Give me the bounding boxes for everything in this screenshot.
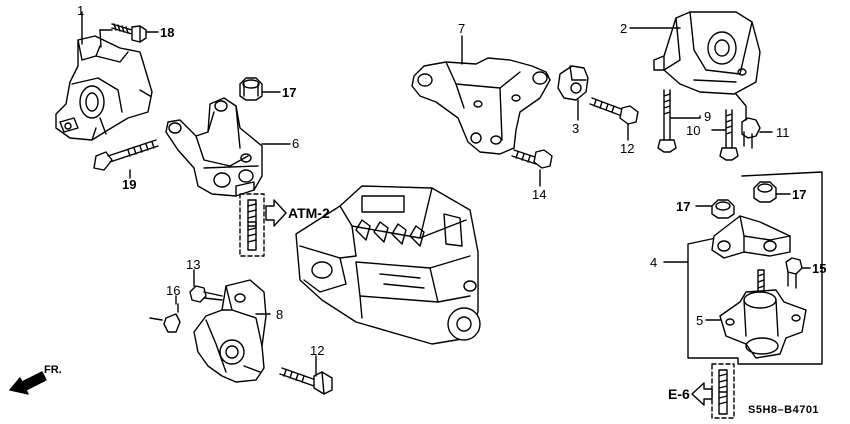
part-6-bracket-drawing [165,97,263,197]
bolt-9-drawing [657,89,677,153]
callout-11: 11 [776,125,790,140]
front-label: FR. [44,364,62,376]
callout-13: 13 [186,257,201,272]
nut-17-left-drawing [711,199,735,219]
callout-1: 1 [77,3,85,18]
arrow-atm2 [265,199,287,227]
callout-17-top: 17 [282,85,297,100]
callout-5: 5 [696,313,704,328]
callout-9: 9 [704,109,712,124]
nut-17-right-drawing [753,181,777,203]
bolt-15-drawing [785,257,803,289]
callout-16: 16 [166,283,181,298]
part-4-bracket-drawing [711,215,791,259]
callout-14: 14 [532,187,547,202]
part-2-mount-drawing [653,11,761,95]
callout-12-upper: 12 [620,141,635,156]
part-1-mount-drawing [55,35,153,141]
part-5-mount-drawing [719,269,807,359]
bolt-14-drawing [511,149,553,169]
leader-1b [99,29,102,48]
callout-8: 8 [276,307,284,322]
bolt-11-drawing [741,117,761,149]
callout-7: 7 [458,21,466,36]
nut-17-top-drawing [239,77,263,101]
engine-drawing [295,185,481,345]
callout-15: 15 [812,261,827,276]
callout-2: 2 [620,21,628,36]
stud-atm2-drawing [239,193,265,257]
front-arrow [9,371,47,395]
bolt-10-drawing [719,109,739,161]
part-8-mount-drawing [193,279,267,383]
ref-e6: E-6 [668,386,690,402]
callout-10: 10 [686,123,701,138]
part-7-bracket-drawing [411,57,551,155]
callout-19: 19 [122,177,137,192]
callout-3: 3 [572,121,580,136]
callout-4: 4 [650,255,658,270]
arrow-e6 [691,382,713,406]
part-3-clip-drawing [557,65,589,101]
callout-17-left: 17 [676,199,691,214]
callout-6: 6 [292,136,300,151]
callout-12-lower: 12 [310,343,325,358]
callout-17-right: 17 [792,187,807,202]
bolt-12-upper-drawing [589,97,639,125]
stud-e6-drawing [711,363,735,419]
diagram-code: S5H8–B4701 [748,404,820,416]
bolt-18-drawing [111,23,147,43]
callout-18: 18 [160,25,175,40]
bolt-13-drawing [189,285,223,303]
clip-16-drawing [149,303,181,333]
bolt-12-lower-drawing [279,367,333,395]
bolt-19-drawing [93,139,159,171]
leader-2b [735,93,747,121]
ref-atm2: ATM-2 [288,205,330,221]
